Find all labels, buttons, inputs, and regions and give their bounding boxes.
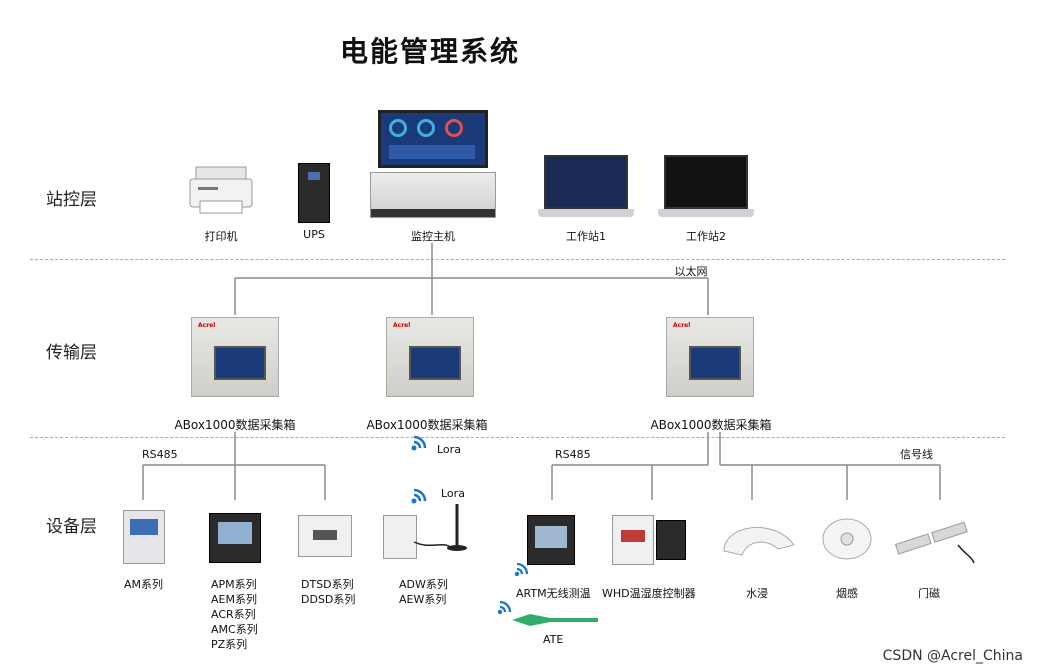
artm-label: ARTM无线测温 (516, 587, 591, 600)
collector-label: ABox1000数据采集箱 (174, 418, 296, 432)
list-item: PZ系列 (211, 638, 248, 651)
ethernet-label: 以太网 (674, 265, 708, 278)
diagram-title: 电能管理系统 (340, 35, 521, 68)
dtsd-meter-icon (298, 515, 352, 557)
collector-label: ABox1000数据采集箱 (366, 418, 488, 432)
monitoring-host (370, 110, 496, 220)
apm-series-list: APM系列 AEM系列 ACR系列 AMC系列 PZ系列 (211, 577, 258, 652)
wireless-signal-icon (497, 600, 512, 615)
door-label: 门磁 (918, 587, 940, 600)
collector-label: ABox1000数据采集箱 (650, 418, 772, 432)
signal-line-label: 信号线 (900, 448, 933, 461)
layer-device-label: 设备层 (46, 517, 97, 537)
list-item: AEM系列 (211, 593, 257, 606)
ate-label: ATE (543, 633, 564, 646)
ups-label: UPS (303, 228, 325, 241)
smoke-detector-icon (822, 518, 872, 560)
workstation1-label: 工作站1 (566, 230, 606, 243)
ate-sensor-icon (512, 614, 598, 626)
artm-meter-icon (527, 515, 575, 565)
collector-cabinet-icon: Acrel (386, 317, 474, 397)
water-label: 水浸 (746, 587, 768, 600)
list-item: DTSD系列 (301, 578, 354, 591)
wireless-signal-icon (514, 562, 529, 577)
list-item: APM系列 (211, 578, 257, 591)
separator-bottom (30, 437, 1005, 438)
list-item: ACR系列 (211, 608, 256, 621)
whd-controller-icon (612, 515, 654, 565)
printer-device (189, 165, 253, 217)
door-magnet-icon (894, 521, 975, 564)
wireless-signal-icon (411, 488, 427, 504)
list-item: DDSD系列 (301, 593, 356, 606)
layer-transmission-label: 传输层 (46, 343, 97, 363)
collector-cabinet-icon: Acrel (666, 317, 754, 397)
watermark: CSDN @Acrel_China (882, 648, 1023, 664)
monitor-icon (378, 110, 488, 168)
list-item: ADW系列 (399, 578, 448, 591)
workstation1-laptop-icon (538, 155, 634, 218)
lora-label: Lora (437, 443, 461, 456)
list-item: AMC系列 (211, 623, 258, 636)
water-sensor-icon (723, 526, 795, 556)
printer-label: 打印机 (204, 230, 238, 243)
layer-station-label: 站控层 (46, 190, 97, 210)
am-relay-icon (123, 510, 165, 564)
apm-meter-icon (209, 513, 261, 563)
rs485-label: RS485 (142, 448, 178, 461)
ups-icon (298, 163, 330, 223)
host-label: 监控主机 (411, 230, 455, 243)
antenna-icon (413, 504, 467, 551)
whd-label: WHD温湿度控制器 (602, 587, 696, 600)
smoke-label: 烟感 (836, 587, 858, 600)
whd-module-icon (656, 520, 686, 560)
lora-label: Lora (441, 487, 465, 500)
workstation2-label: 工作站2 (686, 230, 726, 243)
adw-series-list: ADW系列 AEW系列 (399, 577, 448, 607)
host-case-icon (370, 172, 496, 218)
collector-cabinet-icon: Acrel (191, 317, 279, 397)
rs485-label: RS485 (555, 448, 591, 461)
separator-top (30, 259, 1005, 260)
wireless-signal-icon (411, 435, 427, 451)
adw-meter-icon (383, 515, 417, 559)
am-label: AM系列 (124, 578, 164, 591)
workstation2-laptop-icon (658, 155, 754, 218)
dtsd-series-list: DTSD系列 DDSD系列 (301, 577, 355, 607)
printer-icon (189, 166, 253, 214)
list-item: AEW系列 (399, 593, 447, 606)
